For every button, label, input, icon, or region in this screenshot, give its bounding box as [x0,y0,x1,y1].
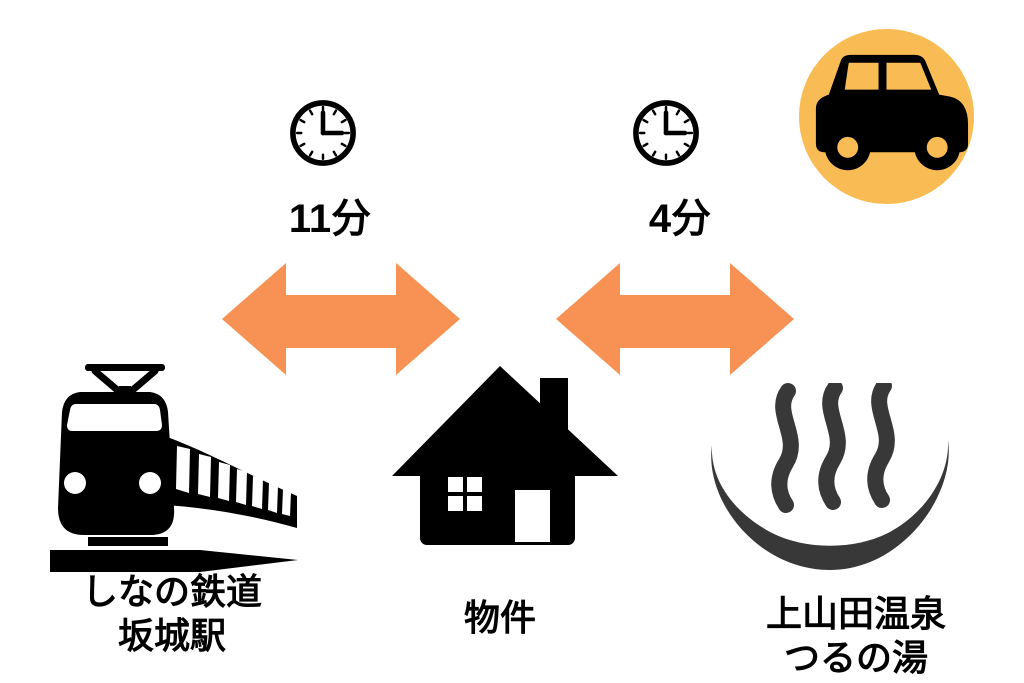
onsen-label-line2: つるの湯 [783,636,928,678]
hot-spring-icon [711,383,949,570]
house-door [515,490,550,542]
hot-spring-basin [711,440,949,570]
train-windshield [67,404,162,431]
clock-icon [633,100,699,166]
house-roof [392,366,618,476]
car-badge [799,29,974,204]
station-label-line2: 坂城駅 [117,614,226,656]
onsen-label: 上山田温泉 つるの湯 [736,592,976,680]
car-wheel-rear-hub [837,136,859,158]
onsen-label-line1: 上山田温泉 [765,593,946,634]
clock-icon [290,100,356,166]
car-wheel-front-hub [926,136,948,158]
travel-time-right: 4分 [648,197,712,241]
property-label: 物件 [400,596,600,640]
station-label-line1: しなの鉄道 [81,571,262,612]
house-icon [392,366,618,545]
double-arrow-right [556,263,794,375]
car-icon [815,54,969,171]
clock-ticks [295,105,351,161]
train-pantograph-bar [85,364,165,371]
car-window-rear [844,62,879,90]
train-car-windows [176,446,291,516]
house-body [420,452,575,545]
double-arrow-left [222,263,460,375]
travel-time-left: 11分 [288,197,372,241]
property-label-line1: 物件 [463,597,536,638]
train-step [88,537,168,546]
double-arrow-shape [556,263,794,375]
station-label: しなの鉄道 坂城駅 [42,570,302,658]
hot-spring-steam [771,383,895,513]
car-window-front [886,62,932,90]
train-headlight-left [64,472,86,494]
train-icon [50,364,298,572]
house-window [448,477,482,511]
train-track-base [50,550,298,572]
train-cars [165,436,297,528]
train-headlight-right [139,472,161,494]
double-arrow-shape [222,263,460,375]
